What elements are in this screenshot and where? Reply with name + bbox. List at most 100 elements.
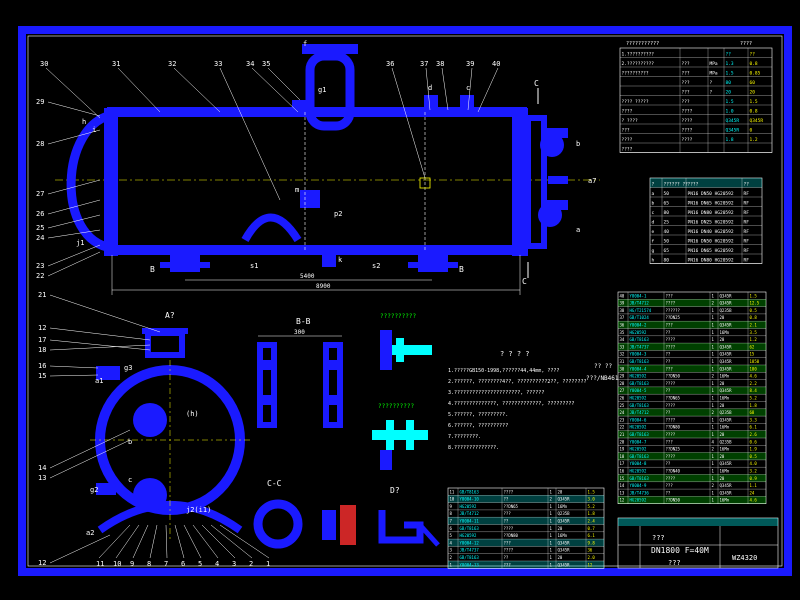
table-design-row-cell: ??? xyxy=(682,71,690,77)
inner-plate-m xyxy=(300,190,320,208)
table-parts-row-cell: Y8004-2 xyxy=(630,323,647,328)
nozzle-label-m: m xyxy=(295,186,299,194)
nozzle-label-p2: p2 xyxy=(334,210,342,218)
table-parts-row-cell: 4 xyxy=(712,439,715,444)
table-design-row-cell: 1.?????????? xyxy=(622,52,655,58)
table-parts-row-cell: 12 xyxy=(620,498,625,503)
end-label-g3: g3 xyxy=(124,364,132,372)
table-design-row-cell: 0.85 xyxy=(750,71,761,77)
detail-small-1 xyxy=(322,510,336,540)
table-design-row-cell: 1.2 xyxy=(750,137,758,143)
table-nozzles-header-cell: ? xyxy=(652,182,655,188)
table-parts-row-cell: HG20592 xyxy=(630,498,647,503)
weld-2-flange-a xyxy=(386,420,394,450)
callout-side-8: 12 xyxy=(38,559,46,567)
table-parts-row-cell: 39 xyxy=(620,301,625,306)
table-parts-row-cell: 0.9 xyxy=(750,476,758,481)
table-parts-row-cell: 1 xyxy=(712,461,715,466)
callout-top-30: 30 xyxy=(40,60,48,68)
detail-d-label: D? xyxy=(390,486,400,495)
table-design-row-cell: ? xyxy=(710,80,713,86)
table-parts-row-cell: 20 xyxy=(720,315,725,320)
table-bottom-row-cell: ?? xyxy=(504,519,509,524)
table-parts-row-cell: 23 xyxy=(620,417,625,422)
callout-side-7: 13 xyxy=(38,474,46,482)
table-bottom-row-cell: 36 xyxy=(588,548,593,553)
bb-plate-right xyxy=(323,342,343,428)
table-bottom-row-cell: 6.1 xyxy=(588,533,596,538)
weld-1-flange xyxy=(396,338,404,362)
nozzle-label-f: f xyxy=(303,40,307,48)
table-design-row-cell: 1.3 xyxy=(726,61,734,67)
table-nozzles-row-cell: 80 xyxy=(664,210,670,216)
table-nozzles-row-cell: d xyxy=(652,220,655,226)
table-parts-row-cell: 12.5 xyxy=(750,301,760,306)
callout-leader xyxy=(45,67,101,119)
table-parts-row-cell: 62 xyxy=(750,344,755,349)
table-bottom-row-cell: 1 xyxy=(550,489,553,494)
table-bottom-row-cell: 4 xyxy=(450,540,453,545)
table-parts-row-cell: 15 xyxy=(750,352,755,357)
table-parts-row-cell: Y8004-1 xyxy=(630,293,647,298)
table-parts-row-cell: 20 xyxy=(720,381,725,386)
table-nozzles-row-cell: 50 xyxy=(664,191,670,197)
table-design-row-cell: 1.5 xyxy=(726,71,734,77)
table-bottom-row-cell: 1.5 xyxy=(588,489,596,494)
table-parts-row-cell: 1 xyxy=(712,476,715,481)
callout-leader xyxy=(49,374,99,377)
callout-bottom-10: 10 xyxy=(113,560,121,568)
callout-left-25: 25 xyxy=(36,224,44,232)
bb-plate-left xyxy=(257,342,277,428)
table-parts-row-cell: 16Mn xyxy=(720,498,730,503)
table-parts-row-cell: 35 xyxy=(620,330,625,335)
nozzle-b-right xyxy=(540,133,564,157)
weld-1-plate xyxy=(380,330,392,370)
table-parts-row-cell: ???? xyxy=(666,432,676,437)
table-parts-row-cell: 1 xyxy=(712,308,715,313)
weld-2-flange-b xyxy=(406,420,414,450)
table-design-header: ??????????? xyxy=(626,41,659,47)
inner-weir xyxy=(241,213,302,243)
table-parts-row-cell: 1.9 xyxy=(750,447,758,452)
callout-top-38: 38 xyxy=(436,60,444,68)
table-parts-row-cell: ?????? xyxy=(666,308,681,313)
table-nozzles-row-cell: 65 xyxy=(664,201,670,207)
table-parts-row-cell: 1 xyxy=(712,337,715,342)
table-design-row-cell: ? xyxy=(710,90,713,96)
table-parts-row-cell: 19 xyxy=(620,447,625,452)
table-parts-row-cell: 26 xyxy=(620,396,625,401)
table-parts-row-cell: Q345R xyxy=(720,490,733,495)
table-parts-row-cell: 18 xyxy=(620,454,625,459)
table-nozzles-row-cell: PN16 DN80 HG20592 xyxy=(688,210,734,216)
callout-left-22: 22 xyxy=(36,272,44,280)
table-parts-row-cell: HG20592 xyxy=(630,425,647,430)
table-parts-row-cell: 8.4 xyxy=(750,388,758,393)
inner-frame xyxy=(27,35,783,567)
table-nozzles-row-cell: RF xyxy=(744,239,750,245)
table-bottom-row-cell: 10 xyxy=(450,497,455,502)
table-bottom-row-cell: 8 xyxy=(450,511,453,516)
top-dome-nozzle xyxy=(305,51,355,131)
nozzle-e-top xyxy=(460,95,474,115)
callout-leader xyxy=(47,229,101,239)
callout-bottom-9: 9 xyxy=(130,560,134,568)
title-block-band xyxy=(618,518,778,526)
end-label-a1: a1 xyxy=(95,377,103,385)
table-nozzles-row-cell: PN16 DN25 HG20592 xyxy=(688,220,734,226)
weld-2-pipe xyxy=(372,430,428,440)
table-parts-row-cell: 2.1 xyxy=(750,323,758,328)
callout-leader xyxy=(49,439,131,479)
dim-overall-text: 8900 xyxy=(316,283,331,290)
table-parts-row-cell: 1 xyxy=(712,344,715,349)
table-parts-row-cell: ??? xyxy=(666,323,674,328)
note-line-1: 1.?????GB150-1998,??????44,44mm, ???? xyxy=(448,368,559,374)
table-parts-row-cell: 1850 xyxy=(750,359,760,364)
callout-leader xyxy=(219,524,270,559)
table-bottom-row-cell: 2 xyxy=(450,555,453,560)
table-bottom-row-cell: 1 xyxy=(550,526,553,531)
callout-bottom-4: 4 xyxy=(215,560,219,568)
table-parts-row-cell: Q345R xyxy=(720,359,733,364)
table-parts-row-cell: 1 xyxy=(712,330,715,335)
table-bottom-row-cell: 0.7 xyxy=(588,526,596,531)
